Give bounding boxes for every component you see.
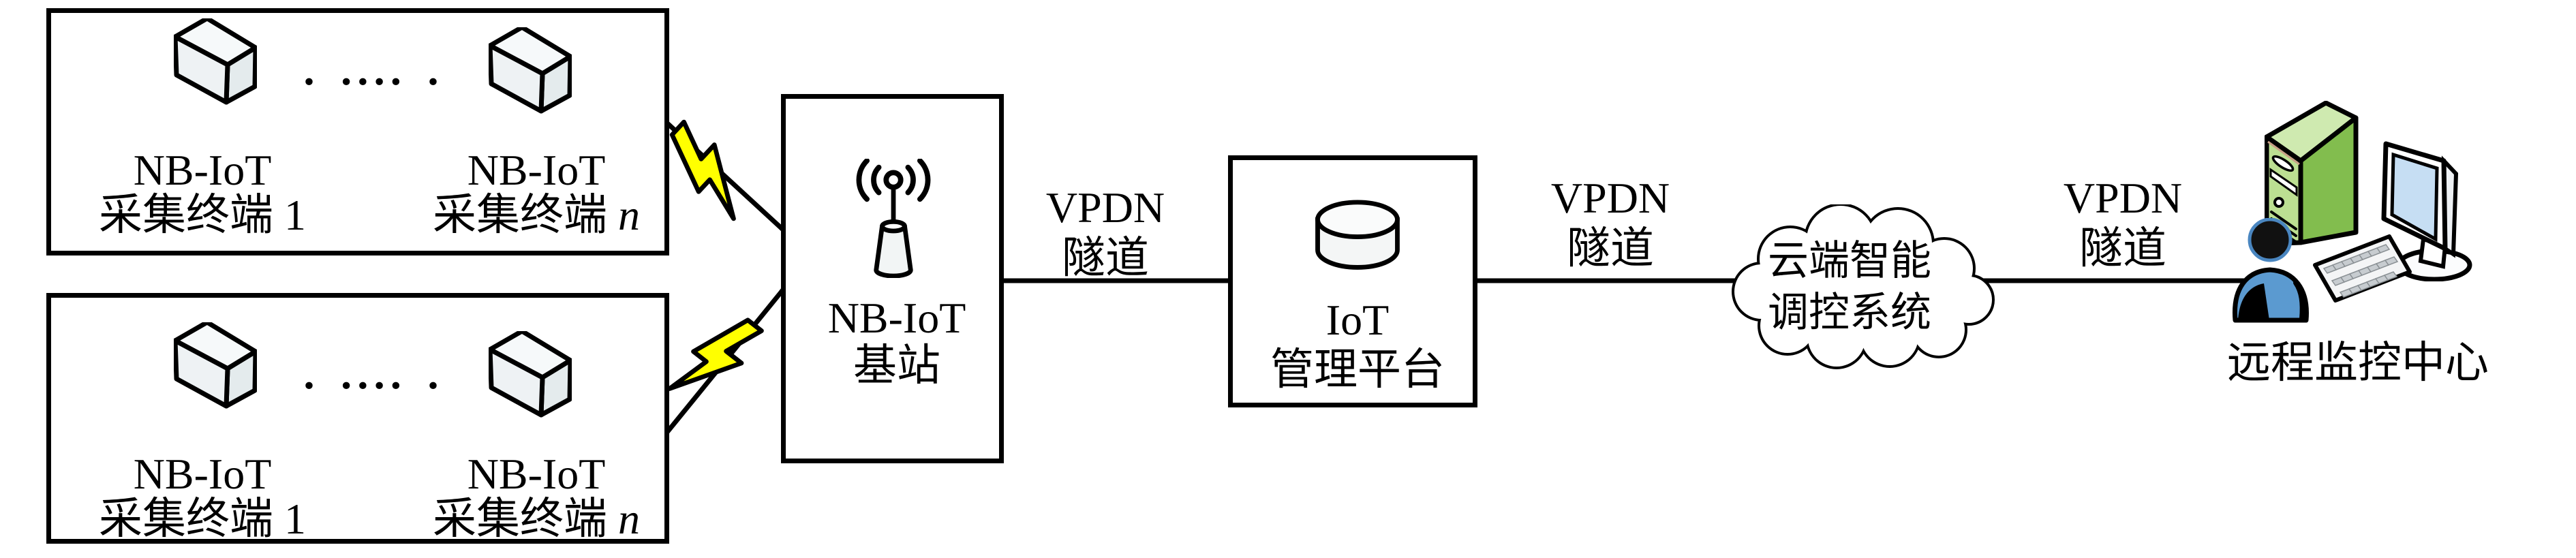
iot-platform-label-line2: 管理平台 [1270, 345, 1445, 394]
terminal-group-box-2: • •••• • NB-IoT 采集终端 1 NB-IoT 采集终端 n [46, 293, 669, 544]
terminal-group-box-1: • •••• • NB-IoT 采集终端 1 NB-IoT 采集终端 n [46, 8, 669, 255]
lightning-bolts [667, 119, 764, 391]
base-station-label-line2: 基站 [853, 341, 940, 390]
cloud-icon [1732, 204, 1995, 369]
terminal-1-label: NB-IoT 采集终端 1 [99, 452, 306, 542]
iot-platform-label: IoT 管理平台 [1270, 295, 1445, 394]
vpdn-tunnel-label-3: VPDN 隧道 [2063, 174, 2183, 273]
terminal-1-label: NB-IoT 采集终端 1 [99, 148, 306, 238]
ellipsis-dots: • •••• • [301, 69, 443, 97]
terminal-n-label: NB-IoT 采集终端 n [433, 148, 640, 238]
base-station-box: NB-IoT 基站 [781, 94, 1004, 463]
cloud-system-label-line1: 云端智能 [1768, 238, 1931, 283]
terminal-n-label: NB-IoT 采集终端 n [433, 452, 640, 542]
database-icon [1315, 200, 1400, 270]
terminal-n-label-line2: 采集终端 n [433, 191, 640, 239]
operator-person-icon [2233, 218, 2309, 323]
terminal-n-label-line1: NB-IoT [467, 146, 606, 194]
ellipsis-dots: • •••• • [301, 373, 443, 401]
vpdn-tunnel-label-1: VPDN 隧道 [1045, 183, 1165, 282]
terminal-n-label-line2: 采集终端 n [433, 495, 640, 543]
lightning-bolt-top-icon [669, 119, 736, 221]
iot-platform-label-line1: IoT [1325, 296, 1390, 344]
terminal-1-label-line2: 采集终端 1 [99, 191, 306, 239]
vpdn-links [662, 119, 2256, 437]
device-cube-icon [174, 322, 257, 409]
device-cube-icon [489, 27, 572, 114]
terminal-1-label-line1: NB-IoT [133, 450, 272, 498]
monitor-icon [2381, 141, 2472, 281]
terminal-1-label-line2: 采集终端 1 [99, 495, 306, 543]
terminal-1-label-line1: NB-IoT [133, 146, 272, 194]
base-station-label-line1: NB-IoT [827, 294, 966, 342]
monitoring-center-label: 远程监控中心 [2227, 339, 2489, 387]
antenna-icon [856, 159, 931, 278]
terminal-n-label-line1: NB-IoT [467, 450, 606, 498]
base-station-label: NB-IoT 基站 [828, 294, 966, 390]
device-cube-icon [174, 18, 257, 105]
server-tower-icon [2265, 101, 2359, 247]
lightning-bolt-bottom-icon [667, 317, 764, 391]
cloud-system-label-line2: 调控系统 [1768, 290, 1931, 335]
cloud-system-label: 云端智能 调控系统 [1768, 235, 1931, 339]
device-cube-icon [489, 331, 572, 418]
vpdn-tunnel-label-2: VPDN 隧道 [1550, 174, 1670, 273]
iot-platform-box: IoT 管理平台 [1228, 155, 1477, 407]
keyboard-icon [2313, 234, 2412, 303]
